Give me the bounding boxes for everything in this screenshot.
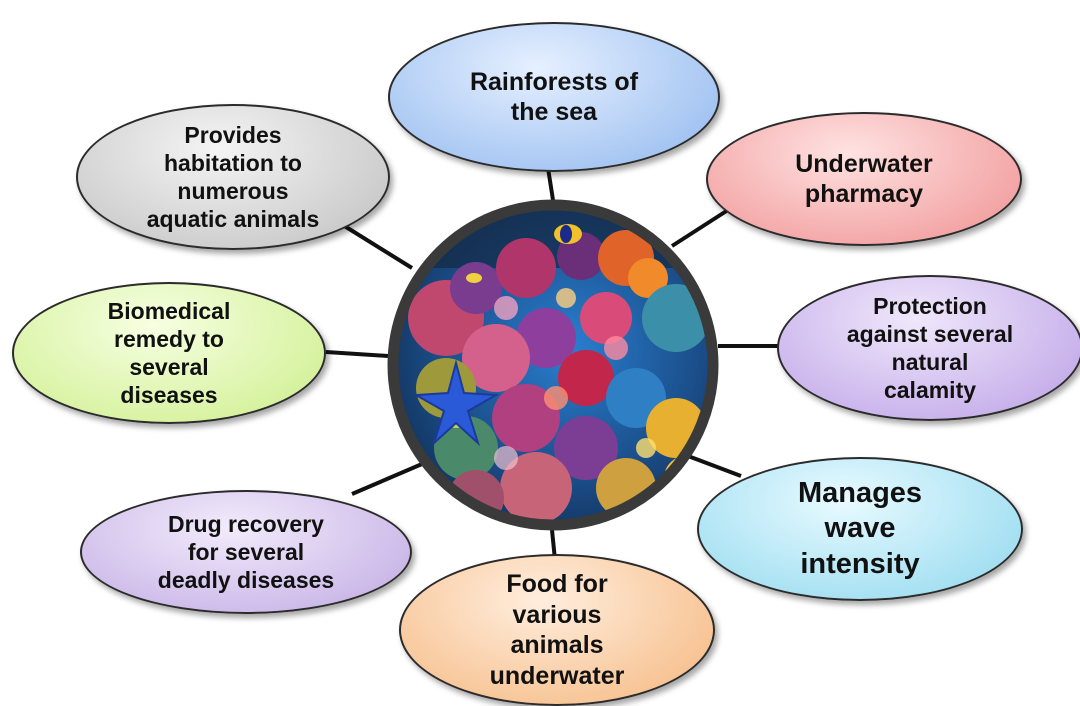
bubble-drug-recovery: Drug recovery for several deadly disease… bbox=[80, 490, 412, 614]
bubble-label: Biomedical remedy to several diseases bbox=[108, 297, 231, 409]
bubble-underwater-pharmacy: Underwater pharmacy bbox=[706, 112, 1022, 246]
bubble-label: Underwater pharmacy bbox=[795, 149, 933, 210]
spoke-top bbox=[548, 168, 553, 200]
bubble-label: Drug recovery for several deadly disease… bbox=[158, 510, 334, 594]
bubble-label: Manages wave intensity bbox=[798, 476, 922, 582]
bubble-label: Rainforests of the sea bbox=[470, 67, 638, 128]
bubble-food-for-animals: Food for various animals underwater bbox=[399, 554, 715, 706]
bubble-manages-wave-intensity: Manages wave intensity bbox=[697, 457, 1023, 601]
bubble-biomedical-remedy: Biomedical remedy to several diseases bbox=[12, 282, 326, 424]
bubble-protection-against-calamity: Protection against several natural calam… bbox=[777, 275, 1080, 421]
bubble-provides-habitation: Provides habitation to numerous aquatic … bbox=[76, 104, 390, 250]
bubble-rainforests-of-the-sea: Rainforests of the sea bbox=[388, 22, 720, 172]
spoke-left bbox=[326, 352, 388, 356]
bubble-label: Food for various animals underwater bbox=[490, 569, 625, 691]
coral-reef-image bbox=[386, 198, 720, 532]
bubble-label: Provides habitation to numerous aquatic … bbox=[147, 121, 320, 233]
bubble-label: Protection against several natural calam… bbox=[847, 292, 1013, 404]
